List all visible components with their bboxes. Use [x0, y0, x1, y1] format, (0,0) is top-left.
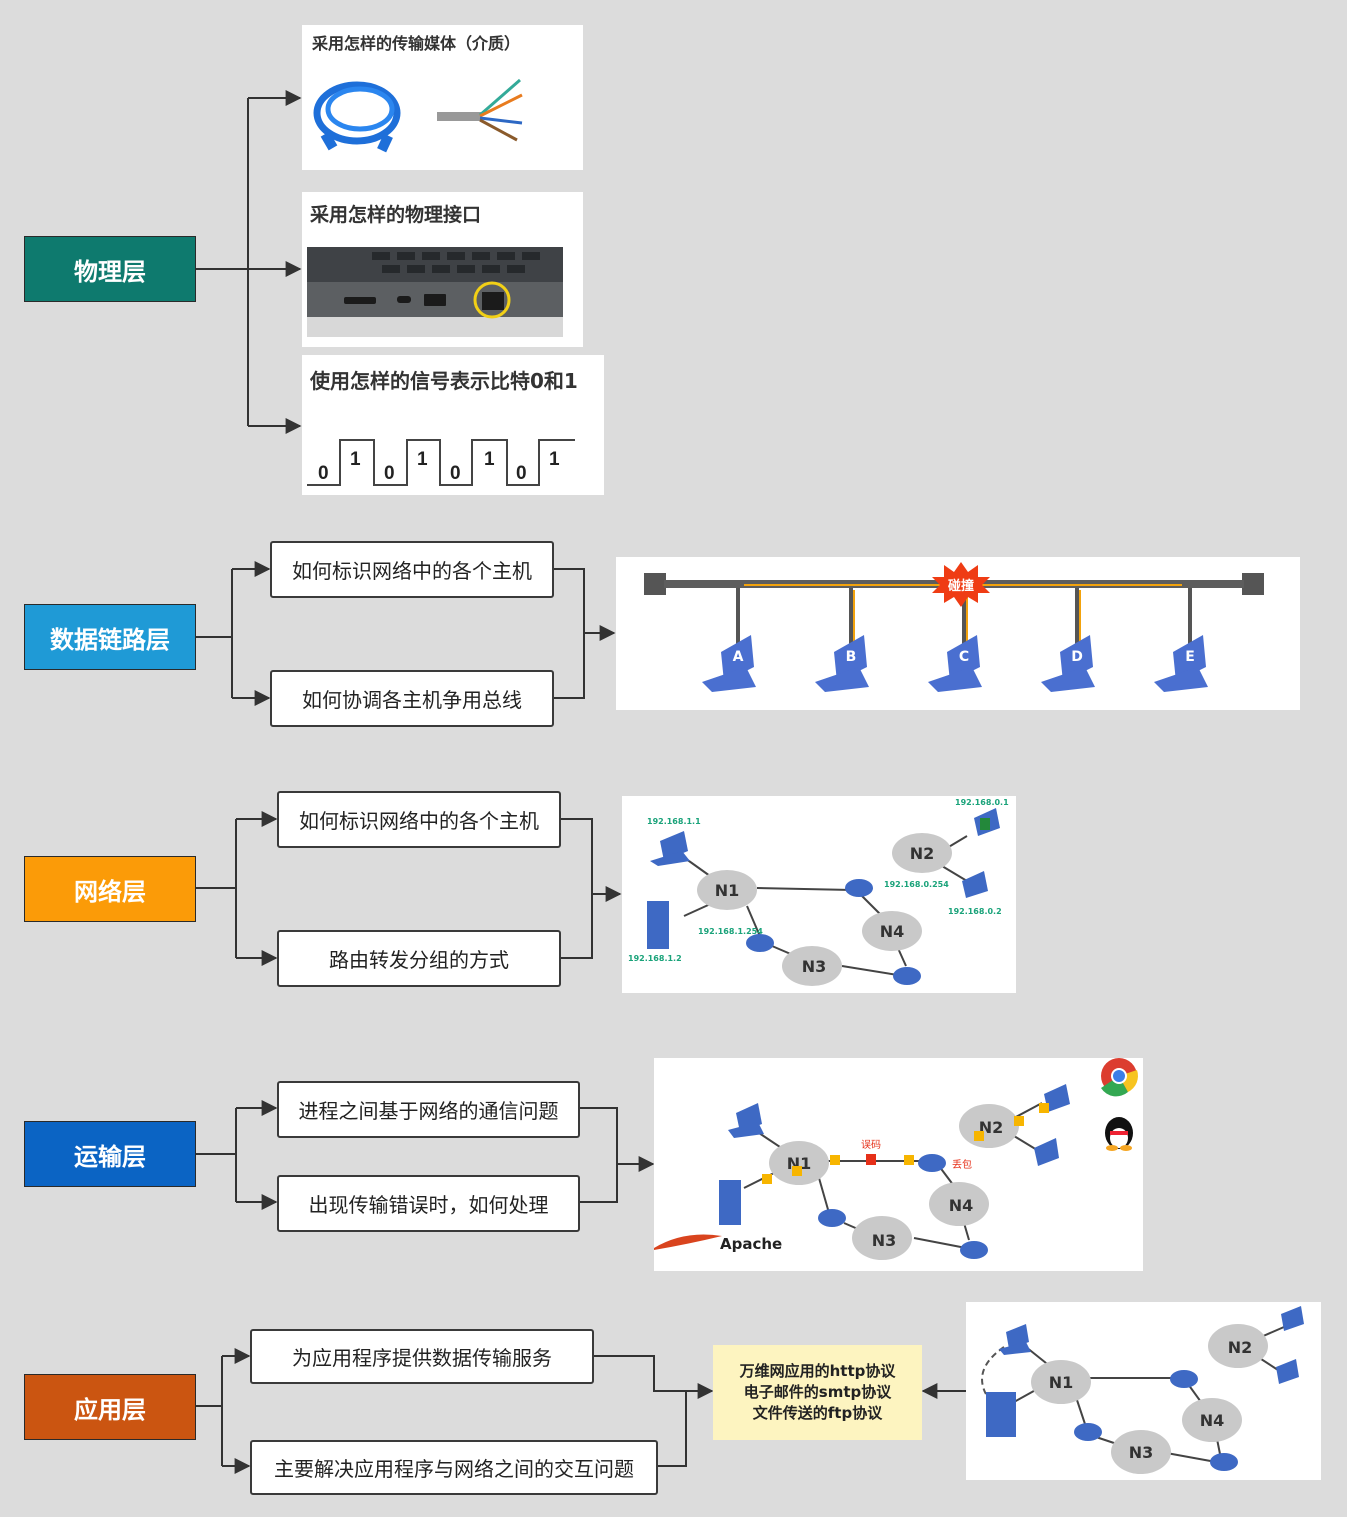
node-n4: N4	[1200, 1411, 1225, 1430]
bit-5: 1	[484, 449, 495, 470]
ip-label: 192.168.1.2	[628, 954, 682, 963]
layer-label: 应用层	[74, 1395, 146, 1424]
panel-title: 使用怎样的信号表示比特0和1	[310, 369, 578, 393]
bit-7: 1	[549, 449, 560, 470]
node-n3: N3	[1129, 1443, 1154, 1462]
box-label: 主要解决应用程序与网络之间的交互问题	[274, 1457, 634, 1481]
network-question-1: 如何标识网络中的各个主机	[277, 791, 561, 848]
signal-panel: 使用怎样的信号表示比特0和1 0 1 0 1 0 1 0 1	[302, 355, 604, 495]
network-topology: N1 N2 N3 N4 192.168.1.1 192.168.0.1 192.…	[628, 798, 1009, 986]
layer-label: 物理层	[74, 257, 146, 286]
application-topology: N1 N2 N3 N4	[981, 1306, 1304, 1474]
box-label: 为应用程序提供数据传输服务	[292, 1346, 552, 1370]
transport-panel: N1 N2 N3 N4 误码 丢包 Apache	[654, 1058, 1143, 1271]
panel-title: 采用怎样的物理接口	[310, 204, 482, 226]
box-label: 出现传输错误时，如何处理	[308, 1193, 549, 1217]
collision-label: 碰撞	[948, 578, 974, 594]
bit-6: 0	[516, 463, 527, 484]
host-label-b: B	[846, 649, 857, 665]
node-n3: N3	[802, 957, 827, 976]
bit-1: 1	[350, 449, 361, 470]
ip-label: 192.168.0.254	[884, 880, 949, 889]
node-n4: N4	[880, 922, 905, 941]
ip-label: 192.168.1.1	[647, 817, 701, 826]
cable-image	[313, 78, 523, 153]
box-label: 进程之间基于网络的通信问题	[298, 1099, 559, 1123]
physical-layer-box: 物理层	[24, 236, 196, 302]
datalink-layer-box: 数据链路层	[24, 604, 196, 670]
bit-0: 0	[318, 463, 329, 484]
bit-2: 0	[384, 463, 395, 484]
node-n1: N1	[715, 881, 740, 900]
node-n2: N2	[910, 844, 935, 863]
box-label: 路由转发分组的方式	[329, 948, 509, 972]
node-n3: N3	[872, 1231, 897, 1250]
node-n2: N2	[1228, 1338, 1253, 1357]
transport-question-1: 进程之间基于网络的通信问题	[277, 1081, 580, 1138]
transport-layer-box: 运输层	[24, 1121, 196, 1187]
host-label-a: A	[733, 649, 744, 665]
square-wave: 0 1 0 1 0 1 0 1	[307, 439, 575, 486]
protocol-ftp: 文件传送的ftp协议	[752, 1404, 883, 1422]
box-label: 如何标识网络中的各个主机	[299, 809, 539, 833]
application-panel: N1 N2 N3 N4	[966, 1302, 1321, 1480]
physical-interface-panel: 采用怎样的物理接口	[302, 192, 583, 347]
network-question-2: 路由转发分组的方式	[277, 930, 561, 987]
box-label: 如何协调各主机争用总线	[302, 688, 522, 712]
bit-4: 0	[450, 463, 461, 484]
protocol-note: 万维网应用的http协议 电子邮件的smtp协议 文件传送的ftp协议	[713, 1345, 922, 1440]
bus-diagram: 碰撞 A B C D E	[644, 562, 1264, 692]
box-label: 如何标识网络中的各个主机	[292, 559, 532, 583]
chrome-icon	[1101, 1058, 1138, 1097]
node-n1: N1	[1049, 1373, 1074, 1392]
node-n4: N4	[949, 1196, 974, 1215]
transport-topology: N1 N2 N3 N4 误码 丢包 Apache	[654, 1058, 1138, 1260]
layer-label: 数据链路层	[50, 625, 170, 654]
host-label-c: C	[959, 649, 969, 665]
network-routing-panel: N1 N2 N3 N4 192.168.1.1 192.168.0.1 192.…	[622, 796, 1016, 993]
apache-label: Apache	[720, 1235, 782, 1253]
transmission-media-panel: 采用怎样的传输媒体（介质）	[302, 25, 583, 170]
panel-title: 采用怎样的传输媒体（介质）	[312, 34, 521, 53]
layer-label: 运输层	[74, 1142, 146, 1171]
bit-error-label: 误码	[861, 1139, 881, 1151]
application-question-2: 主要解决应用程序与网络之间的交互问题	[250, 1440, 658, 1495]
laptop-port-image	[307, 247, 563, 337]
bus-diagram-panel: 碰撞 A B C D E	[616, 557, 1300, 710]
protocol-http: 万维网应用的http协议	[739, 1362, 896, 1380]
network-layer-box: 网络层	[24, 856, 196, 922]
ip-label: 192.168.0.1	[955, 798, 1009, 807]
layer-label: 网络层	[74, 877, 146, 906]
transport-question-2: 出现传输错误时，如何处理	[277, 1175, 580, 1232]
datalink-question-2: 如何协调各主机争用总线	[270, 670, 554, 727]
host-label-d: D	[1071, 649, 1083, 665]
host-label-e: E	[1185, 649, 1195, 665]
application-layer-box: 应用层	[24, 1374, 196, 1440]
node-n2: N2	[979, 1118, 1004, 1137]
datalink-question-1: 如何标识网络中的各个主机	[270, 541, 554, 598]
ip-label: 192.168.0.2	[948, 907, 1002, 916]
ip-label: 192.168.1.254	[698, 927, 763, 936]
protocol-smtp: 电子邮件的smtp协议	[743, 1383, 892, 1401]
application-question-1: 为应用程序提供数据传输服务	[250, 1329, 594, 1384]
bit-3: 1	[417, 449, 428, 470]
qq-penguin-icon	[1105, 1117, 1133, 1151]
packet-loss-label: 丢包	[952, 1158, 972, 1171]
